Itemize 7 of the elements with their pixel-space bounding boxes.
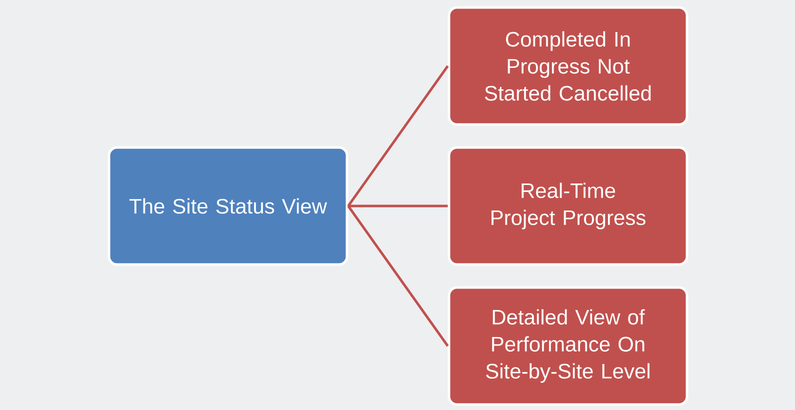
detail-box: Real-Time Project Progress [448,146,688,266]
connector-line [347,65,449,207]
detail-box: Detailed View of Performance On Site-by-Site Level [448,286,688,406]
topic-box: The Site Status View [108,146,348,266]
connector-line [348,204,448,208]
connector-line [347,205,449,347]
detail-box: Completed In Progress Not Started Cancelled [448,6,688,126]
